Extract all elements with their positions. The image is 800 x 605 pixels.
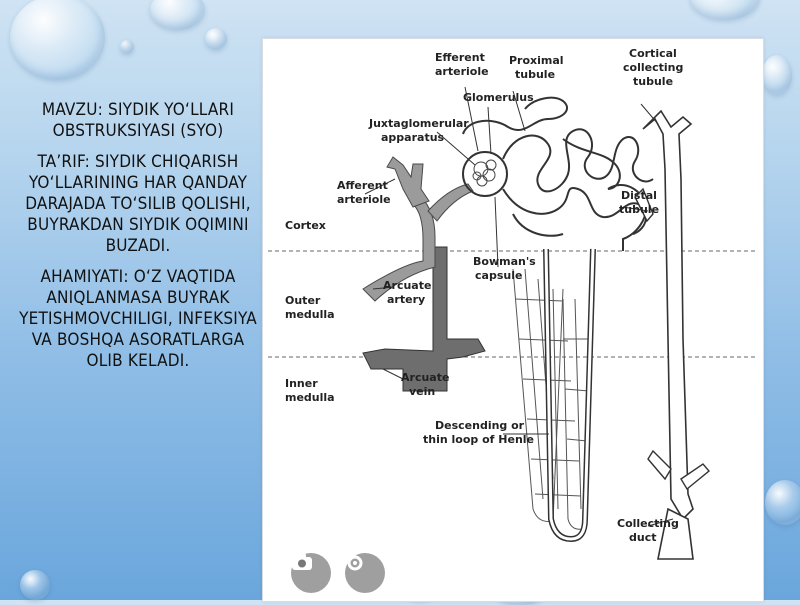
water-drop (205, 28, 227, 50)
zone-inner-medulla-2: medulla (285, 391, 335, 404)
zone-outer-medulla-1: Outer (285, 294, 321, 307)
label-arcuate-vein-2: vein (409, 385, 435, 398)
label-efferent-arteriole-1: Efferent (435, 51, 485, 64)
convoluted-tubules (462, 96, 654, 251)
afferent-arteriole (386, 156, 430, 208)
label-afferent-arteriole-2: arteriole (337, 193, 391, 206)
label-distal-tubule-2: tubule (619, 203, 659, 216)
glomerulus-knot (472, 159, 497, 187)
label-cortical-collecting-3: tubule (633, 75, 673, 88)
water-drop (762, 55, 792, 95)
water-drop (765, 480, 800, 525)
settings-button[interactable] (345, 553, 385, 593)
label-proximal-tubule-1: Proximal (509, 54, 564, 67)
water-drop (690, 0, 760, 20)
water-drop (20, 570, 50, 600)
label-glomerulus: Glomerulus (463, 91, 534, 104)
label-collecting-duct-1: Collecting (617, 517, 679, 530)
label-juxtaglomerular-2: apparatus (381, 131, 445, 144)
label-efferent-arteriole-2: arteriole (435, 65, 489, 78)
label-arcuate-artery-2: artery (387, 293, 425, 306)
label-afferent-arteriole-1: Afferent (337, 179, 388, 192)
water-drop (10, 0, 105, 80)
slide-text: MAVZU: SIYDIK YO‘LLARI OBSTRUKSIYASI (SY… (18, 100, 258, 382)
topic-text: MAVZU: SIYDIK YO‘LLARI OBSTRUKSIYASI (SY… (41, 100, 235, 141)
label-pointers (364, 86, 674, 527)
camera-icon (292, 554, 312, 570)
label-henle-2: thin loop of Henle (423, 433, 534, 446)
zone-outer-medulla-2: medulla (285, 308, 335, 321)
label-arcuate-vein-1: Arcuate (401, 371, 449, 384)
camera-button[interactable] (291, 553, 331, 593)
nephron-diagram: Efferent arteriole Proximal tubule Corti… (262, 38, 764, 602)
bowmans-capsule (462, 151, 508, 197)
water-drop (120, 40, 134, 54)
importance-text: AHAMIYATI: O‘Z VAQTIDA ANIQLANMASA BUYRA… (19, 267, 257, 371)
label-bowmans-capsule-2: capsule (475, 269, 522, 282)
label-henle-1: Descending or (435, 419, 525, 432)
settings-icon (347, 555, 363, 571)
water-drop (150, 0, 205, 30)
label-proximal-tubule-2: tubule (515, 68, 555, 81)
zone-cortex: Cortex (285, 219, 326, 232)
label-juxtaglomerular-1: Juxtaglomerular (368, 117, 469, 130)
arcuate-vein (362, 246, 486, 392)
loop-of-henle (543, 248, 596, 543)
label-collecting-duct-2: duct (629, 531, 656, 544)
label-arcuate-artery-1: Arcuate (383, 279, 431, 292)
label-bowmans-capsule-1: Bowman's (473, 255, 536, 268)
label-cortical-collecting-1: Cortical (629, 47, 677, 60)
label-cortical-collecting-2: collecting (623, 61, 683, 74)
arteriole-to-glomerulus (427, 183, 474, 222)
zone-inner-medulla-1: Inner (285, 377, 318, 390)
label-distal-tubule-1: Distal (621, 189, 657, 202)
collecting-duct (634, 109, 710, 560)
definition-text: TA’RIF: SIYDIK CHIQARISH YO‘LLARINING HA… (25, 152, 251, 256)
